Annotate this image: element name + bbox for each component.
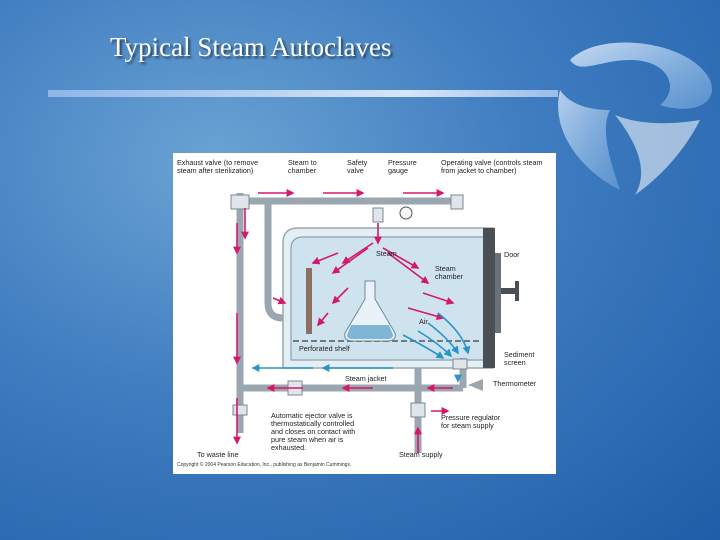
label-sediment-screen: Sediment screen xyxy=(504,350,535,367)
title-underline xyxy=(48,90,558,97)
label-operating-valve: Operating valve (controls steam from jac… xyxy=(441,158,543,175)
label-perforated-shelf: Perforated shelf xyxy=(299,344,350,353)
slide-title: Typical Steam Autoclaves xyxy=(110,32,392,62)
label-steam-to-chamber: Steam to chamber xyxy=(288,158,317,175)
label-thermometer: Thermometer xyxy=(493,379,537,388)
swirl-logo-icon xyxy=(558,42,712,195)
label-pressure-gauge: Pressure gauge xyxy=(388,158,417,175)
label-safety-valve: Safety valve xyxy=(347,158,368,175)
label-steam-jacket: Steam jacket xyxy=(345,374,387,383)
label-door: Door xyxy=(504,250,520,259)
label-ejector-valve: Automatic ejector valve is thermostatica… xyxy=(271,411,356,452)
autoclave-diagram: Exhaust valve (to remove steam after ste… xyxy=(173,153,556,474)
copyright-notice: Copyright © 2004 Pearson Education, Inc.… xyxy=(177,462,352,468)
label-steam: Steam xyxy=(376,249,397,258)
label-steam-supply: Steam supply xyxy=(399,450,443,459)
label-steam-chamber: Steam chamber xyxy=(435,264,463,281)
label-exhaust-valve: Exhaust valve (to remove steam after ste… xyxy=(177,158,259,175)
label-air: Air xyxy=(419,317,428,326)
autoclave-drawing xyxy=(230,189,519,453)
label-to-waste-line: To waste line xyxy=(197,450,239,459)
label-pressure-regulator: Pressure regulator for steam supply xyxy=(441,413,501,430)
